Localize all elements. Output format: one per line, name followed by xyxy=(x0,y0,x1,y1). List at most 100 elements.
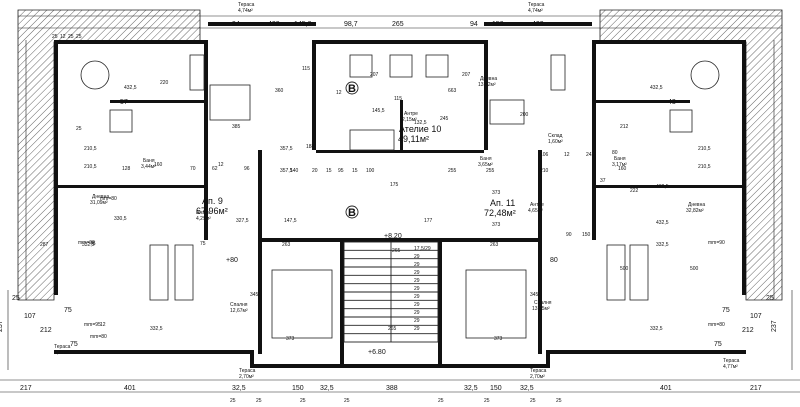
dimension-label: 150 xyxy=(292,385,304,392)
dimension-label: 357,5 xyxy=(280,146,293,152)
dimension-label: 160 xyxy=(154,162,163,168)
wall-bottom-left xyxy=(54,350,254,354)
dimension-label: 25 xyxy=(556,398,562,404)
room-name: Тераса xyxy=(723,358,740,364)
roof-hatch-right xyxy=(599,9,783,301)
room-area: 4,74м² xyxy=(238,8,253,14)
room-name: Антре xyxy=(196,210,210,216)
stair-label: 29 xyxy=(414,286,420,292)
wall-int-7 xyxy=(58,185,204,188)
dimension-label: 75 xyxy=(200,241,206,247)
room-area: 4,74м² xyxy=(528,8,543,14)
room-name: Антре xyxy=(530,202,544,208)
room-labels: Тераса 4,74м² Тераса 4,74м² Дневна 31,09… xyxy=(54,2,740,380)
dimension-label: 115 xyxy=(302,66,310,72)
dimension-label: 255 xyxy=(448,168,457,174)
wall-int-15 xyxy=(596,100,690,103)
dimension-label: 177 xyxy=(424,218,433,224)
dimension-label: 401 xyxy=(124,385,136,392)
room-name: Баня xyxy=(614,156,626,162)
dimension-label: 75 xyxy=(64,307,72,314)
dimension-label: 332,5 xyxy=(656,242,669,248)
dimension-label: 385 xyxy=(232,124,241,130)
room-area: 13,35м² xyxy=(532,306,550,312)
roof-hatch-left xyxy=(17,9,201,301)
dimension-label: mm=80 xyxy=(90,334,107,340)
dimension-label: 210,5 xyxy=(698,164,711,170)
wall-int-14 xyxy=(110,100,204,103)
dimension-label: 147,5 xyxy=(284,218,297,224)
dimension-label: 357,5 xyxy=(280,168,293,174)
svg-text:B: B xyxy=(348,83,356,95)
wall-int-5 xyxy=(258,150,262,240)
dimension-label: 212 xyxy=(620,124,629,130)
wall-left xyxy=(54,40,58,295)
stair-label: 29 xyxy=(414,302,420,308)
room-name: Баня xyxy=(480,156,492,162)
stair-label: 29 xyxy=(414,270,420,276)
dimension-label: 220 xyxy=(160,80,169,86)
stair-label: 29 xyxy=(414,294,420,300)
dimension-label: 423 xyxy=(532,21,544,28)
dimension-label: 115 xyxy=(394,96,402,102)
dimension-label: 150 xyxy=(492,21,504,28)
dimension-label: 12 xyxy=(336,90,342,96)
dimension-label: 217 xyxy=(750,385,762,392)
dimension-label: 373 xyxy=(492,222,501,228)
dimension-label: 373 xyxy=(494,336,503,342)
room-area: 49,11м² xyxy=(398,134,429,144)
room-name: Баня xyxy=(143,158,155,164)
dimension-label: 94 xyxy=(470,21,478,28)
room-name: Дневна xyxy=(480,76,497,82)
dimension-label: 15 xyxy=(326,168,332,174)
dimension-label: 25 xyxy=(530,398,536,404)
dimension-label: 423 xyxy=(268,21,280,28)
dimension-label: 43 xyxy=(668,99,676,106)
dimension-label: 160 xyxy=(618,166,627,172)
room-area: 4,65м² xyxy=(528,208,543,214)
dimension-label: 432,5 xyxy=(124,85,137,91)
dimension-label: 401 xyxy=(660,385,672,392)
room-name: Дневна xyxy=(92,194,109,200)
dimension-label: 263 xyxy=(490,242,499,248)
dimension-label: 25 xyxy=(76,34,82,40)
room-area: 32,82м² xyxy=(686,208,704,214)
dimension-label: 200 xyxy=(520,112,529,118)
level-left: +80 xyxy=(226,257,238,264)
dimension-label: 212 xyxy=(40,327,52,334)
dimension-label: 432,5 xyxy=(656,184,669,190)
dimension-label: 210,5 xyxy=(698,146,711,152)
dimension-label: 75 xyxy=(714,341,722,348)
dimension-label: 265 xyxy=(392,248,401,254)
wall-int-2 xyxy=(312,40,316,150)
room-name: Спалня xyxy=(230,302,248,308)
dimension-label: 12 xyxy=(100,322,106,328)
wall-int-8 xyxy=(596,185,742,188)
wall-int-17 xyxy=(400,100,403,150)
wall-int-1 xyxy=(204,40,208,240)
room-name: Тераса xyxy=(238,2,255,8)
dimension-label: 25 xyxy=(766,295,774,302)
dimension-label: 332,5 xyxy=(82,242,95,248)
wall-int-12 xyxy=(340,242,344,364)
dimension-label: 255 xyxy=(486,168,495,174)
dimension-label: 25 xyxy=(300,398,306,404)
dimension-label: 32,5 xyxy=(520,385,534,392)
dimension-label: 150 xyxy=(582,232,591,238)
dimension-label: 25 xyxy=(484,398,490,404)
dimension-label: 663 xyxy=(448,88,457,94)
wall-bottom-center xyxy=(254,364,546,368)
dimension-label: 32,5 xyxy=(464,385,478,392)
dimension-label: 62 xyxy=(212,166,218,172)
wall-int-16 xyxy=(316,150,484,153)
dimension-label: 145,3 xyxy=(294,21,312,28)
dimension-label: 70 xyxy=(190,166,196,172)
dimension-label: 32,5 xyxy=(320,385,334,392)
dimension-label: 150 xyxy=(490,385,502,392)
dimension-label: 107 xyxy=(24,313,36,320)
wall-int-13 xyxy=(438,242,442,364)
dimension-label: 265 xyxy=(392,21,404,28)
dimension-label: 242 xyxy=(586,152,595,158)
dimension-label: 327,5 xyxy=(236,218,249,224)
